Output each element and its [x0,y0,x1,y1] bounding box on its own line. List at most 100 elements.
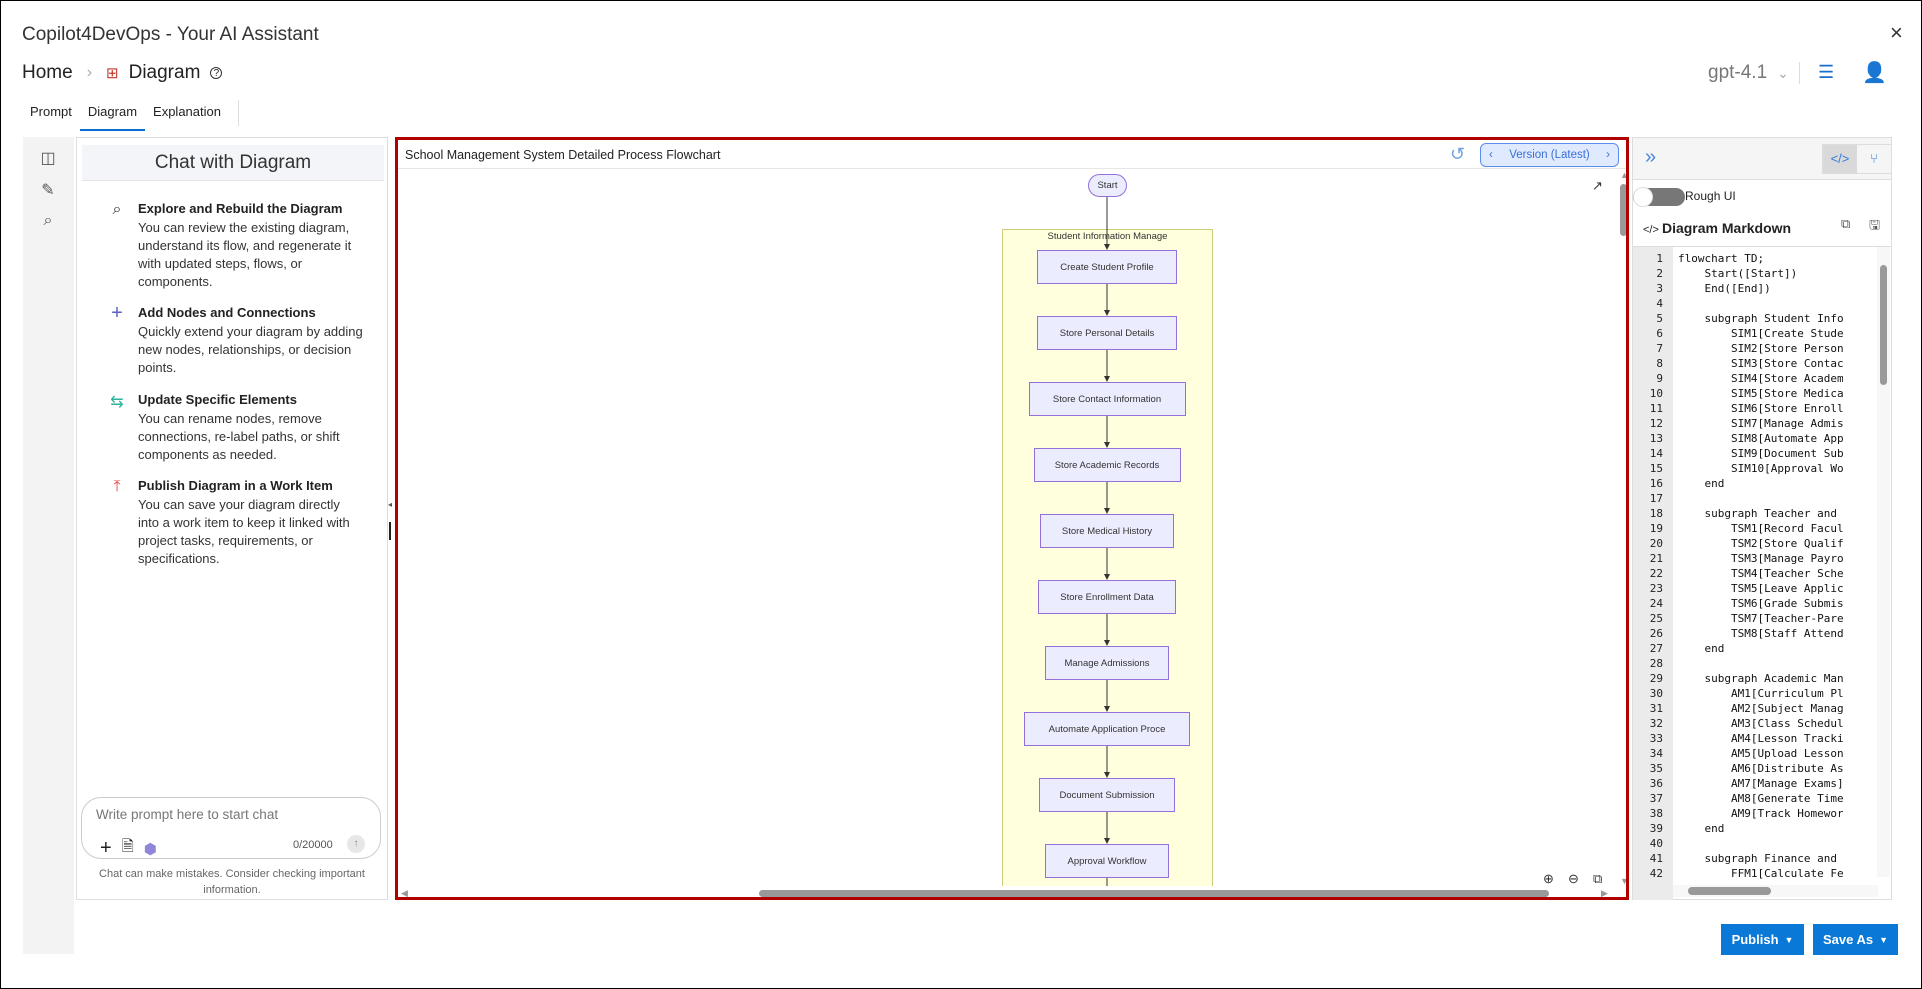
panel-splitter[interactable] [389,522,391,540]
breadcrumb-home[interactable]: Home [22,62,73,83]
model-selector[interactable]: gpt-4.1 ⌄ [1708,62,1800,84]
document-settings-icon[interactable]: 🗎 [121,838,134,855]
horizontal-scrollbar[interactable]: ◀ ▶ [401,888,1615,898]
collapse-arrow-icon[interactable]: ◂ [388,500,393,509]
version-selector[interactable]: ‹ Version (Latest) › [1480,143,1619,167]
flowchart-node[interactable]: Create Student Profile [1037,250,1177,284]
publish-button[interactable]: Publish▼ [1721,924,1804,955]
scrollbar-thumb[interactable] [759,890,1549,897]
flowchart-node[interactable]: Automate Application Proce [1024,712,1190,746]
tab-prompt[interactable]: Prompt [30,104,72,119]
save-as-button[interactable]: Save As▼ [1813,924,1898,955]
feature-title: Add Nodes and Connections [138,305,316,320]
code-text: AM7[Manage Exams] [1678,777,1843,790]
line-number: 42 [1649,867,1663,880]
code-line: 16 end [1633,476,1877,491]
code-line: 39 end [1633,821,1877,836]
line-number: 11 [1649,402,1663,415]
save-icon[interactable]: 🖫 [1869,217,1881,232]
scroll-left-icon[interactable]: ◀ [401,888,408,898]
code-line: 23 TSM5[Leave Application [1633,581,1877,596]
diagram-panel: School Management System Detailed Proces… [395,137,1629,900]
chat-input[interactable]: Write prompt here to start chat + 🗎 ⬢ 0/… [81,797,381,859]
flowchart-node[interactable]: Document Submission [1039,778,1175,812]
start-node[interactable]: Start [1088,174,1127,197]
tab-explanation[interactable]: Explanation [153,104,221,119]
line-number: 1 [1656,252,1663,265]
code-line: 24 TSM6[Grade Submission] [1633,596,1877,611]
code-text: End([End]) [1678,282,1771,295]
flowchart-node[interactable]: Store Academic Records [1033,448,1181,482]
scroll-up-icon[interactable]: ▲ [1620,170,1629,180]
code-text: TSM2[Store Qualificati [1730,537,1843,550]
code-text: SIM7[Manage Admissions [1730,417,1843,430]
vertical-scrollbar[interactable]: ▲ ▼ [1618,170,1629,886]
plus-icon[interactable]: + [100,837,112,859]
copy-icon[interactable]: ⧉ [1841,216,1851,231]
send-icon[interactable]: ↑ [347,835,365,853]
flowchart-node[interactable]: Store Contact Information [1028,382,1186,416]
arrowhead [1104,508,1110,514]
diagram-view-icon[interactable]: ⑂ [1870,151,1878,166]
hexagon-icon[interactable]: ⬢ [143,840,157,858]
editor-vertical-scrollbar[interactable] [1877,247,1890,877]
collapse-double-chevron-icon[interactable]: » [1645,146,1657,168]
code-text: end [1678,642,1725,655]
line-number: 40 [1649,837,1663,850]
flowchart-node[interactable]: Approval Workflow [1045,844,1169,878]
code-line: 27 end [1633,641,1877,656]
feature-title: Publish Diagram in a Work Item [138,478,333,493]
editor-horizontal-scrollbar[interactable] [1673,885,1878,897]
edit-icon[interactable]: ✎ [41,182,55,199]
caret-down-icon: ▼ [1879,934,1889,945]
breadcrumb: Home › ⊞ Diagram ? [22,62,223,84]
flowchart-node[interactable]: Store Medical History [1040,514,1174,548]
line-number: 7 [1656,342,1663,355]
search-icon: ⌕ [112,201,122,218]
feature-title: Update Specific Elements [138,392,297,407]
code-text: SIM3[Store Contact Inf [1730,357,1843,370]
code-text: SIM2[Store Personal De [1730,342,1843,355]
code-text: SIM10[Approval Workflo [1730,462,1843,475]
help-icon[interactable]: ? [210,67,223,79]
user-feedback-icon[interactable]: 👤 [1862,62,1887,84]
plus-icon: + [111,302,123,324]
code-line: 15 SIM10[Approval Workflo [1633,461,1877,476]
line-number: 36 [1649,777,1663,790]
zoom-in-icon[interactable]: ⊕ [1543,871,1554,886]
open-external-icon[interactable]: ↗ [1592,178,1603,193]
code-text: FFM1[Calculate Fees] [1730,867,1843,880]
panel-toggle-icon[interactable]: ◫ [40,150,56,167]
code-line: 11 SIM6[Store Enrollment [1633,401,1877,416]
tab-divider [238,100,239,126]
feature-title: Explore and Rebuild the Diagram [138,201,343,216]
tab-diagram[interactable]: Diagram [79,104,146,131]
search-icon[interactable]: ⌕ [43,212,53,229]
close-icon[interactable]: × [1890,20,1903,45]
zoom-out-icon[interactable]: ⊖ [1568,871,1579,886]
subgraph-label: Student Information Manage [1047,231,1168,242]
chevron-right-icon[interactable]: › [1606,149,1610,161]
flowchart-node[interactable]: Manage Admissions [1045,646,1169,680]
disclaimer: Chat can make mistakes. Consider checkin… [99,868,365,896]
flowchart-node[interactable]: Store Personal Details [1037,316,1177,350]
code-text: AM1[Curriculum Plannir [1730,687,1843,700]
caret-down-icon: ▼ [1784,934,1794,945]
copy-icon[interactable]: ⧉ [1593,871,1603,886]
scroll-right-icon[interactable]: ▶ [1601,888,1608,898]
scrollbar-thumb[interactable] [1620,184,1626,236]
arrowhead [1104,640,1110,646]
chevron-left-icon[interactable]: ‹ [1489,149,1493,161]
code-line: 8 SIM3[Store Contact Inf [1633,356,1877,371]
scroll-down-icon[interactable]: ▼ [1620,876,1629,886]
code-line: 42 FFM1[Calculate Fees] [1633,866,1877,881]
line-number: 30 [1649,687,1663,700]
code-view-icon[interactable]: </> [1823,145,1857,173]
tab-bar: Prompt Diagram Explanation [22,104,229,131]
code-line: 26 TSM8[Staff Attendance [1633,626,1877,641]
history-icon[interactable]: ↺ [1450,144,1466,164]
settings-sliders-icon[interactable]: ☰ [1818,62,1835,82]
rough-ui-toggle[interactable] [1633,187,1685,207]
flowchart-node[interactable]: Store Enrollment Data [1038,580,1176,614]
